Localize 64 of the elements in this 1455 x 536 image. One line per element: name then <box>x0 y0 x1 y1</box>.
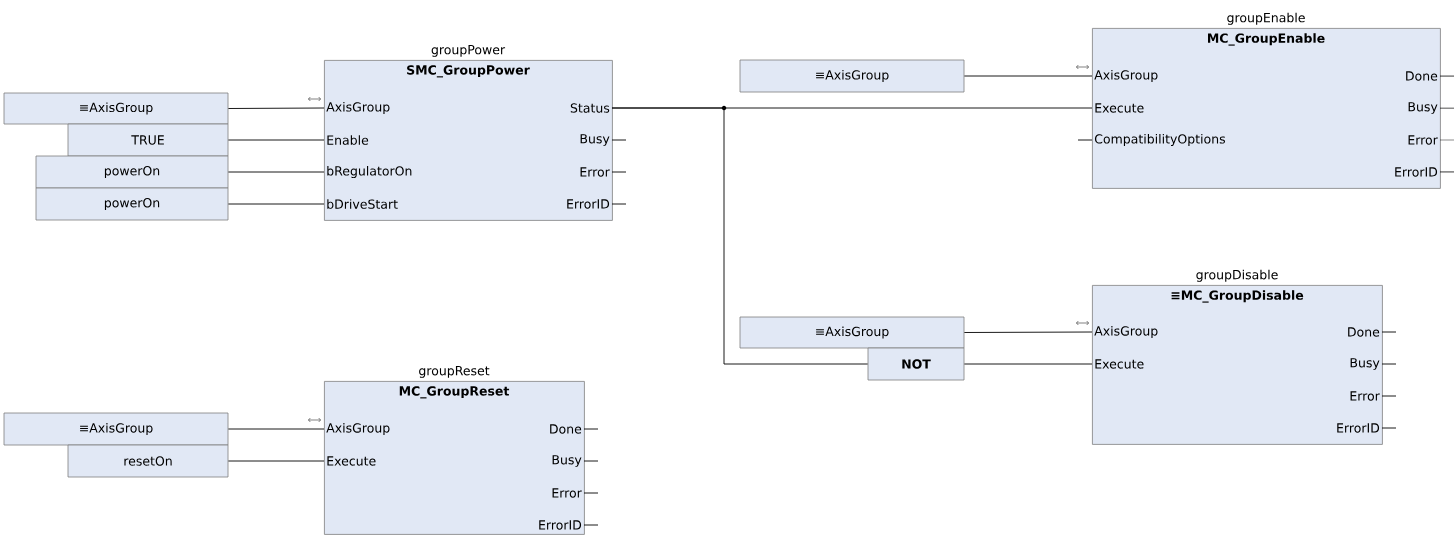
connector-line <box>1439 75 1455 77</box>
variable-box: ≡AxisGroup <box>3 92 229 125</box>
output-pin: Error <box>580 167 610 177</box>
connector-line <box>227 171 325 173</box>
input-pin: bRegulatorOn <box>327 165 412 179</box>
output-pin: ErrorID <box>1395 167 1438 177</box>
variable-box: ≡AxisGroup <box>739 59 965 93</box>
connector-line <box>611 203 627 205</box>
connector-line <box>227 139 325 141</box>
output-pin: Status <box>570 103 610 113</box>
output-pin: ErrorID <box>567 199 610 209</box>
connector-line <box>227 460 325 462</box>
instance-name: groupEnable <box>1227 12 1305 25</box>
connector-line <box>611 171 627 173</box>
connector-line <box>611 139 627 141</box>
connector-line <box>1439 107 1455 109</box>
connector-line <box>227 203 325 205</box>
input-pin: Execute <box>327 456 376 466</box>
connector-line <box>1077 139 1093 141</box>
input-pin: Execute <box>1095 359 1144 369</box>
output-pin: Busy <box>552 455 582 467</box>
connector-line <box>1439 171 1455 173</box>
output-pin: Busy <box>1408 102 1438 114</box>
connector-line <box>963 363 1093 365</box>
connector-line <box>1381 331 1397 333</box>
instance-name: groupPower <box>431 45 506 57</box>
input-pin: Enable <box>327 135 369 145</box>
variable-box: ≡AxisGroup <box>3 412 229 446</box>
output-pin: ErrorID <box>539 520 582 530</box>
variable-box: NOT <box>867 347 965 381</box>
connector-line <box>1381 395 1397 397</box>
output-pin: Error <box>552 488 582 498</box>
connector-line <box>1381 427 1397 429</box>
connector-line <box>963 75 1093 77</box>
variable-box: powerOn <box>35 187 229 221</box>
output-pin: Error <box>1408 135 1438 145</box>
input-pin: bDriveStart <box>327 199 398 209</box>
output-pin: Busy <box>1350 358 1380 370</box>
input-pin: AxisGroup <box>326 101 390 115</box>
input-pin: CompatibilityOptions <box>1094 133 1225 147</box>
output-pin: ErrorID <box>1337 423 1380 433</box>
variable-box: resetOn <box>67 444 229 478</box>
output-pin: Done <box>1406 71 1438 81</box>
output-pin: Done <box>550 424 582 434</box>
variable-box: powerOn <box>35 155 229 189</box>
input-pin: AxisGroup <box>1094 325 1158 339</box>
connector-line <box>583 524 599 526</box>
connector-line <box>583 492 599 494</box>
connector-line <box>583 428 599 430</box>
connector-line <box>227 428 325 430</box>
connector-line <box>963 331 1093 333</box>
input-pin: AxisGroup <box>1094 69 1158 83</box>
instance-name: groupDisable <box>1196 269 1278 282</box>
output-pin: Error <box>1350 391 1380 401</box>
input-pin: Execute <box>1095 103 1144 113</box>
connector-line <box>583 460 599 462</box>
output-pin: Done <box>1348 327 1380 337</box>
connector-line <box>227 107 325 109</box>
output-pin: Busy <box>580 134 610 146</box>
connector-line <box>611 105 869 365</box>
instance-name: groupReset <box>419 366 490 378</box>
connector-line <box>1381 363 1397 365</box>
input-pin: AxisGroup <box>326 422 390 436</box>
variable-box: TRUE <box>67 123 229 157</box>
